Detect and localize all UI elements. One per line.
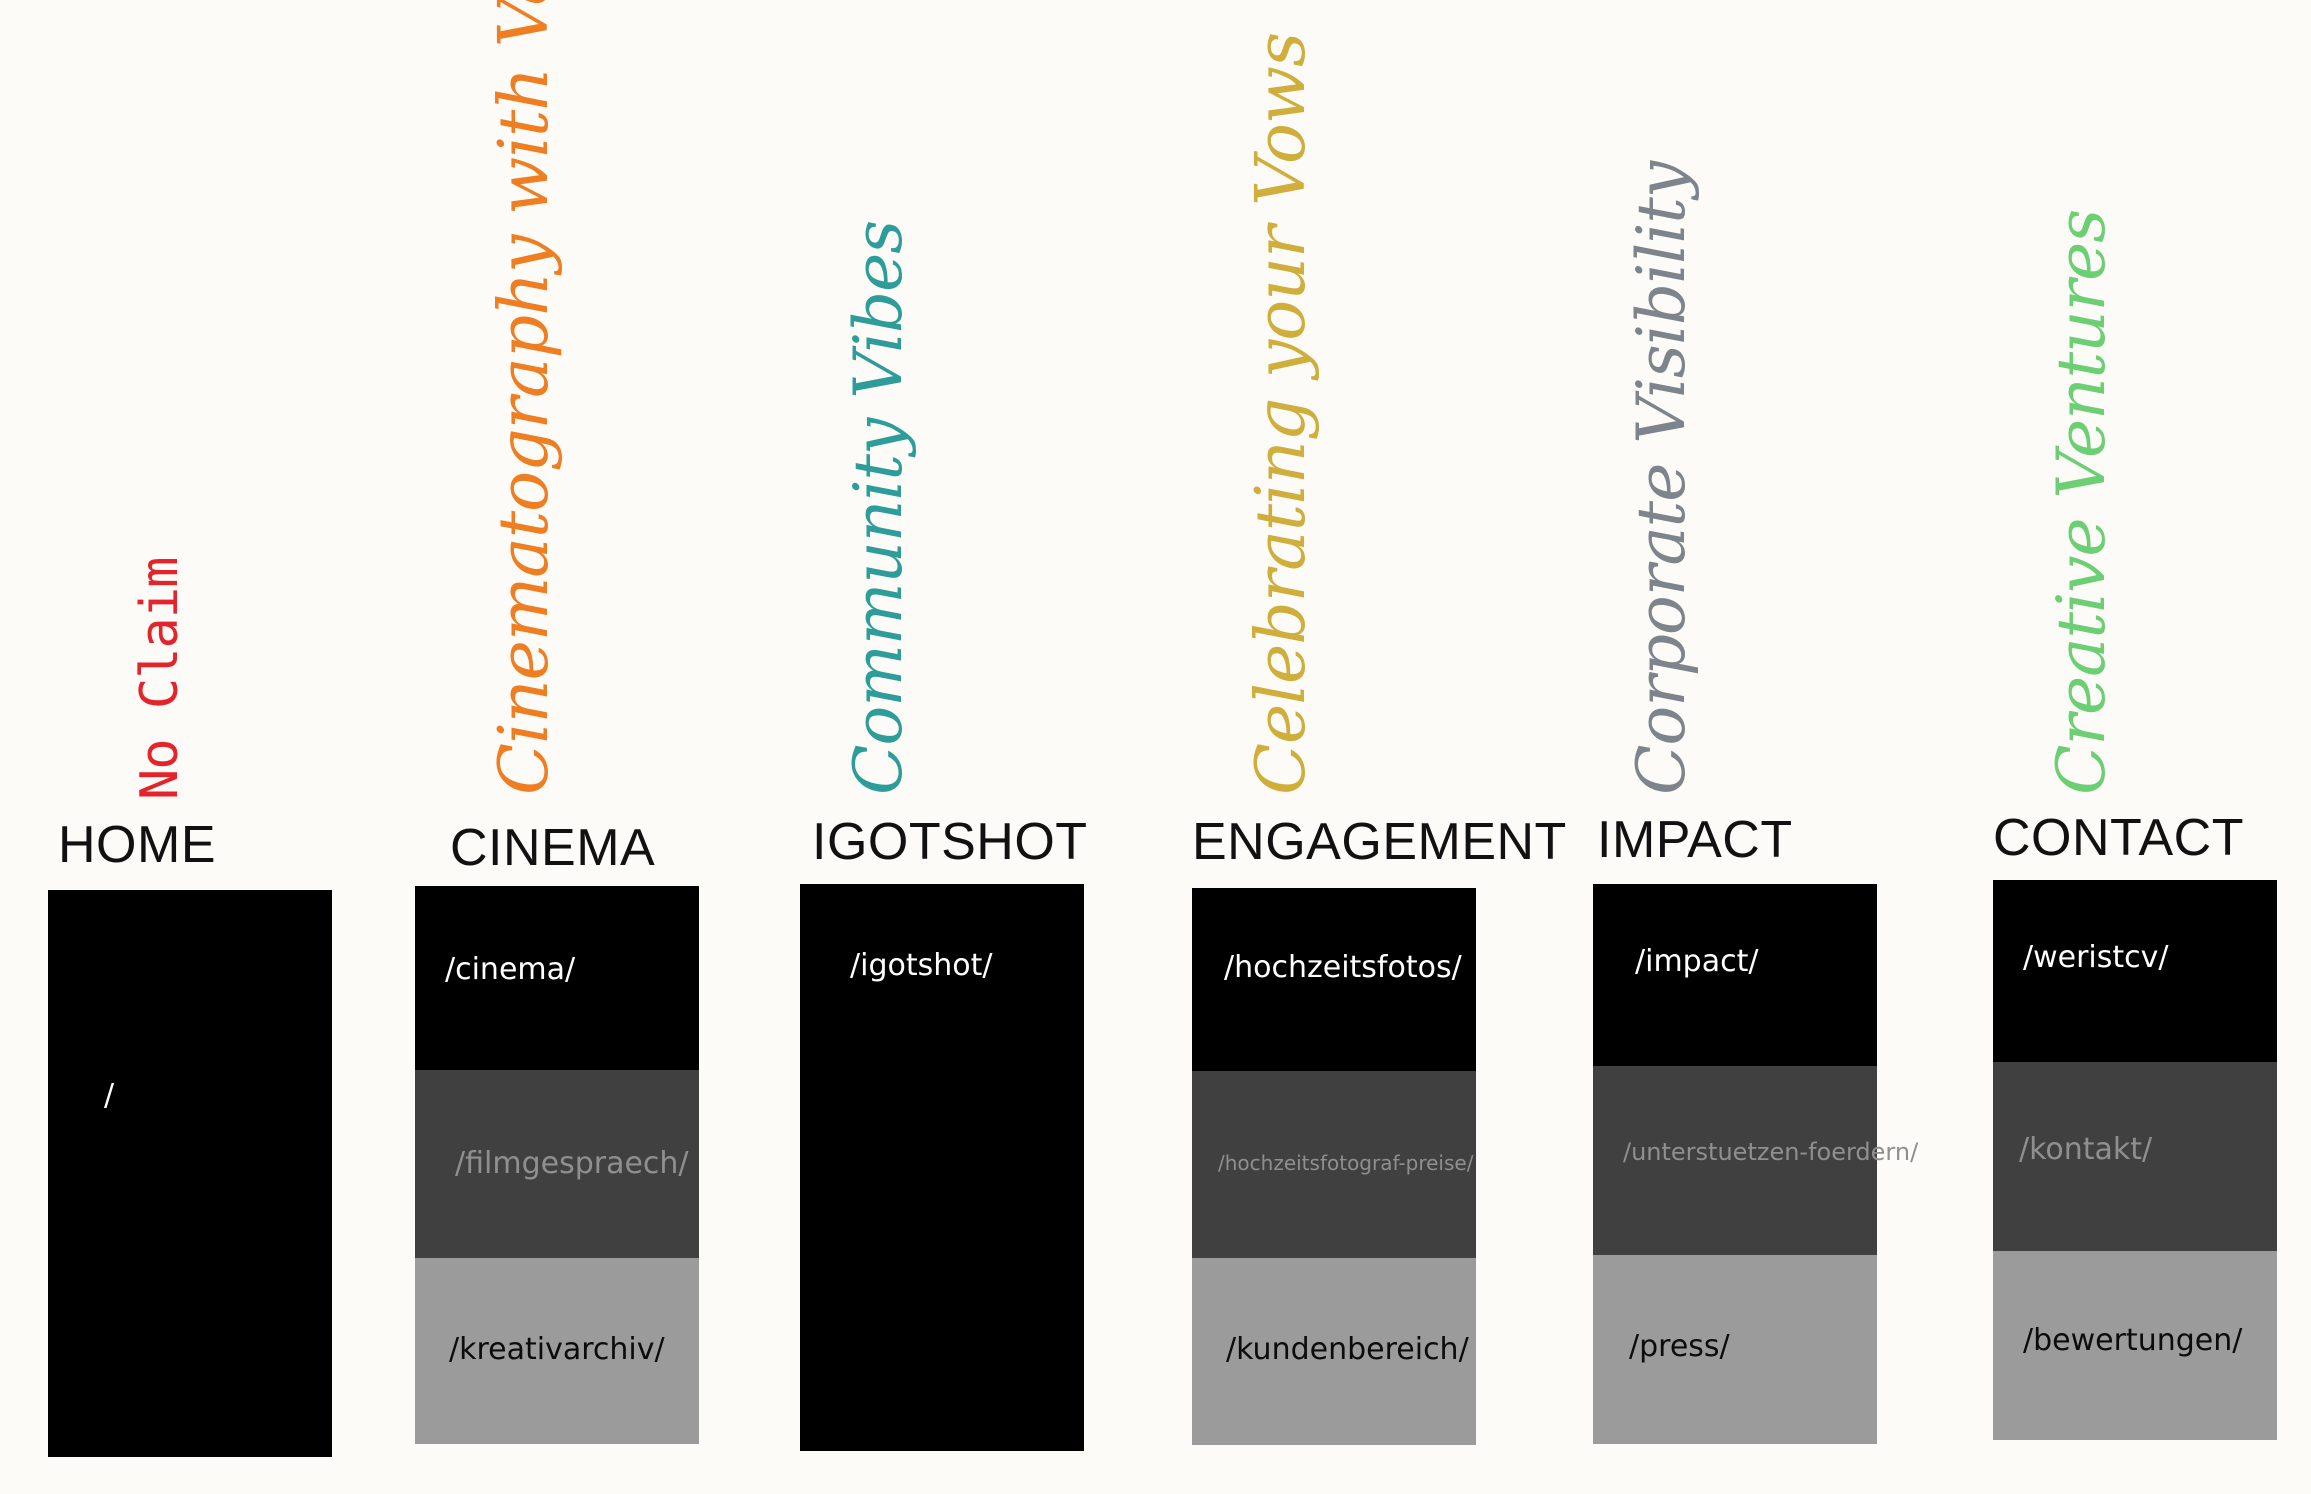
slug-block-kontakt[interactable]: /kontakt/ — [1993, 1062, 2277, 1251]
slug-label: /kreativarchiv/ — [449, 1332, 665, 1367]
heading-igotshot[interactable]: IGOTSHOT — [812, 813, 1088, 871]
claim-contact: Creative Ventures — [2043, 209, 2120, 795]
slug-block-kundenbereich[interactable]: /kundenbereich/ — [1192, 1258, 1476, 1445]
slug-label: /weristcv/ — [2023, 940, 2169, 975]
slug-label: /kontakt/ — [2019, 1132, 2153, 1167]
slug-label: /unterstuetzen-foerdern/ — [1623, 1138, 1919, 1166]
slug-block-home-root[interactable]: / — [48, 890, 332, 1457]
slug-block-cinema[interactable]: /cinema/ — [415, 886, 699, 1070]
slug-block-igotshot[interactable]: /igotshot/ — [800, 884, 1084, 1451]
slug-block-hochzeitsfotograf-preise[interactable]: /hochzeitsfotograf-preise/ — [1192, 1071, 1476, 1258]
column-home: No Claim HOME / — [48, 0, 338, 1494]
slug-label: /igotshot/ — [850, 948, 993, 983]
slug-label: /hochzeitsfotograf-preise/ — [1218, 1151, 1474, 1175]
slug-block-filmgespraech[interactable]: /filmgespraech/ — [415, 1070, 699, 1258]
slug-label: /press/ — [1629, 1329, 1730, 1364]
column-igotshot: Community Vibes IGOTSHOT /igotshot/ — [800, 0, 1090, 1494]
column-cinema: Cinematography with Value CINEMA /cinema… — [415, 0, 705, 1494]
heading-engagement[interactable]: ENGAGEMENT — [1192, 813, 1567, 871]
slug-block-unterstuetzen-foerdern[interactable]: /unterstuetzen-foerdern/ — [1593, 1066, 1918, 1255]
claim-home: No Claim — [130, 557, 190, 800]
claim-impact: Corporate Visibility — [1623, 161, 1700, 795]
slug-label: /bewertungen/ — [2023, 1323, 2243, 1358]
slug-block-hochzeitsfotos[interactable]: /hochzeitsfotos/ — [1192, 888, 1476, 1071]
column-contact: Creative Ventures CONTACT /weristcv/ /ko… — [1993, 0, 2303, 1494]
heading-impact[interactable]: IMPACT — [1597, 811, 1793, 869]
column-impact: Corporate Visibility IMPACT /impact/ /un… — [1593, 0, 1918, 1494]
slug-block-kreativarchiv[interactable]: /kreativarchiv/ — [415, 1258, 699, 1444]
heading-contact[interactable]: CONTACT — [1993, 809, 2244, 867]
heading-cinema[interactable]: CINEMA — [450, 819, 656, 877]
slug-label: /kundenbereich/ — [1226, 1332, 1469, 1367]
slug-label: /filmgespraech/ — [455, 1146, 689, 1181]
heading-home[interactable]: HOME — [58, 816, 216, 874]
slug-label: / — [104, 1078, 115, 1113]
column-engagement: Celebrating your Vows ENGAGEMENT /hochze… — [1192, 0, 1566, 1494]
slug-label: /impact/ — [1635, 944, 1759, 979]
slug-label: /cinema/ — [445, 952, 576, 987]
claim-engagement: Celebrating your Vows — [1242, 32, 1321, 795]
slug-block-weristcv[interactable]: /weristcv/ — [1993, 880, 2277, 1062]
claim-igotshot: Community Vibes — [840, 220, 917, 795]
slug-label: /hochzeitsfotos/ — [1224, 950, 1462, 985]
claim-cinema: Cinematography with Value — [485, 0, 564, 795]
slug-block-impact[interactable]: /impact/ — [1593, 884, 1877, 1066]
slug-block-bewertungen[interactable]: /bewertungen/ — [1993, 1251, 2277, 1440]
slug-block-press[interactable]: /press/ — [1593, 1255, 1877, 1444]
